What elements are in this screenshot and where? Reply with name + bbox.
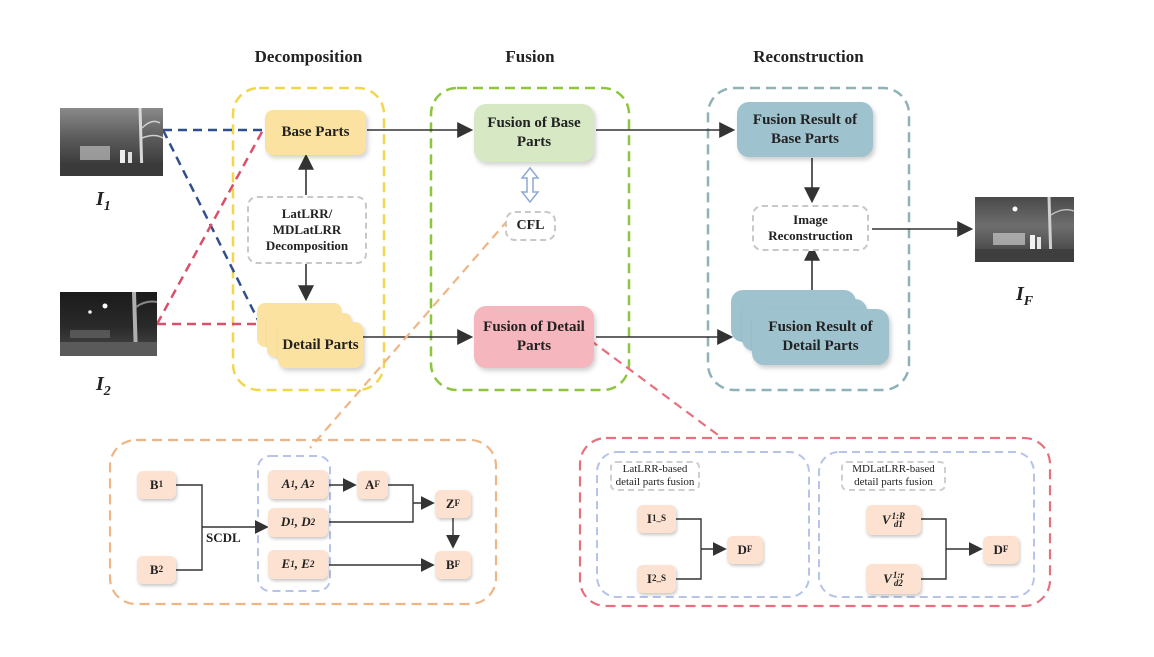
- scdl-label: SCDL: [206, 530, 241, 545]
- decomposition-method-node: LatLRR/ MDLatLRR Decomposition: [247, 196, 367, 264]
- cfl-node: CFL: [505, 211, 556, 241]
- fusion-result-detail-node: Fusion Result of Detail Parts: [752, 309, 889, 365]
- fusion-base-node: Fusion of Base Parts: [474, 104, 594, 162]
- fusion-detail-node: Fusion of Detail Parts: [474, 306, 594, 368]
- detail-parts-node: Detail Parts: [278, 322, 363, 368]
- input-1-label: I1: [96, 188, 111, 214]
- decomposition-container: [231, 86, 386, 392]
- input-2-label: I2: [96, 373, 111, 399]
- output-image: [975, 197, 1074, 262]
- reconstruction-title: Reconstruction: [753, 47, 864, 66]
- base-parts-node: Base Parts: [265, 110, 366, 155]
- latlrr-fusion-title: LatLRR-based detail parts fusion: [610, 461, 700, 491]
- detail-fusion-container: [578, 436, 1052, 608]
- double-arrow-icon: [520, 166, 540, 204]
- input-image-2: [60, 292, 157, 356]
- fusion-result-base-node: Fusion Result of Base Parts: [737, 102, 873, 157]
- mdlatlrr-fusion-title: MDLatLRR-based detail parts fusion: [841, 461, 946, 491]
- fusion-title: Fusion: [505, 47, 555, 66]
- cfl-detail-container: [108, 438, 498, 606]
- decomposition-title: Decomposition: [254, 47, 363, 66]
- input-image-1: [60, 108, 163, 176]
- fusion-container: [429, 86, 631, 392]
- image-reconstruction-node: Image Reconstruction: [752, 205, 869, 251]
- output-label: IF: [1016, 283, 1034, 309]
